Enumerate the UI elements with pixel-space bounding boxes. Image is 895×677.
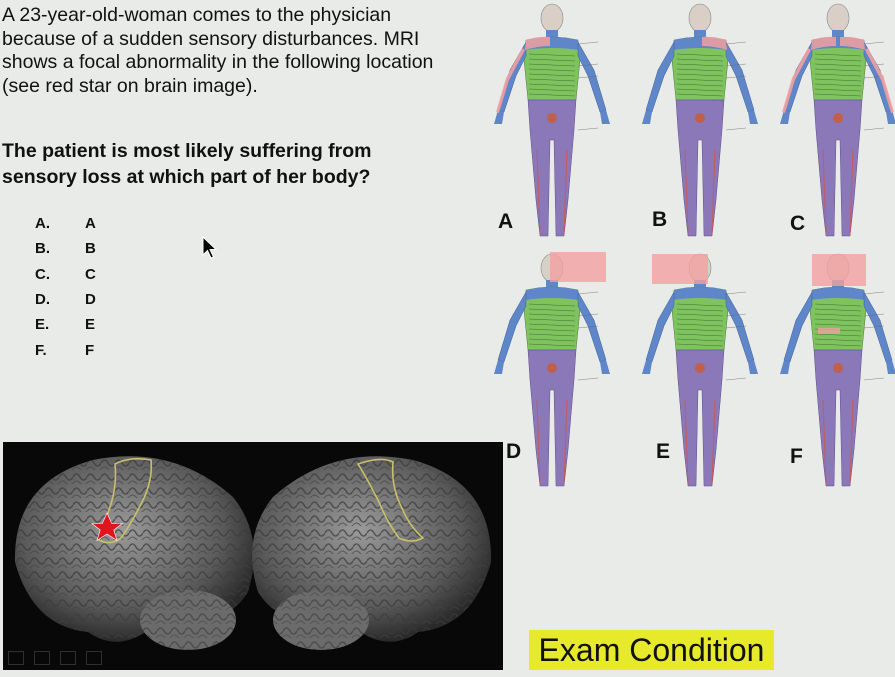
dermatome-figure	[780, 253, 895, 487]
dermatome-figure	[642, 253, 758, 487]
back-icon[interactable]	[8, 651, 24, 665]
option-value: B	[85, 240, 96, 258]
option-letter: F.	[35, 341, 47, 359]
brain-image	[3, 442, 503, 670]
exam-condition-banner: Exam Condition	[529, 630, 774, 670]
option-value: C	[85, 265, 96, 283]
prompt-line: sensory loss at which part of her body?	[2, 166, 371, 188]
menu-icon[interactable]	[60, 651, 76, 665]
option-e[interactable]: E. E	[35, 312, 96, 337]
question-prompt: The patient is most likely suffering fro…	[2, 138, 472, 190]
figure-label: E	[656, 440, 671, 463]
forward-icon[interactable]	[86, 651, 102, 665]
dermatome-figure	[494, 252, 610, 487]
dermatome-figure	[642, 3, 758, 237]
question-line: shows a focal abnormality in the followi…	[2, 51, 434, 73]
answer-options: A. A B. B C. C D. D E. E F. F	[35, 211, 96, 363]
figure-label: D	[506, 440, 522, 463]
left-hemisphere	[14, 456, 254, 650]
question-line: A 23-year-old-woman comes to the physici…	[2, 4, 392, 26]
option-value: A	[85, 215, 96, 233]
option-a[interactable]: A. A	[35, 211, 96, 236]
dermatome-figure	[494, 3, 610, 237]
question-line: (see red star on brain image).	[2, 74, 258, 97]
figure-label: B	[652, 208, 668, 231]
option-d[interactable]: D. D	[35, 287, 96, 312]
pointer-cursor-icon	[202, 236, 218, 259]
option-letter: B.	[35, 240, 50, 258]
option-letter: C.	[35, 265, 50, 283]
star-icon	[90, 512, 124, 542]
option-f[interactable]: F. F	[35, 337, 96, 362]
option-letter: E.	[35, 316, 50, 334]
option-value: F	[85, 341, 95, 359]
dermatome-figure	[780, 3, 895, 237]
option-letter: A.	[35, 215, 50, 233]
option-b[interactable]: B. B	[35, 236, 96, 261]
option-value: E	[85, 316, 96, 334]
figure-label: F	[790, 445, 803, 468]
figure-label: C	[790, 212, 806, 235]
option-value: D	[85, 291, 96, 309]
question-text: A 23-year-old-woman comes to the physici…	[2, 4, 502, 98]
figure-label: A	[498, 210, 514, 233]
pen-icon[interactable]	[34, 651, 50, 665]
right-hemisphere	[252, 456, 492, 650]
option-c[interactable]: C. C	[35, 262, 96, 287]
question-line: because of a sudden sensory disturbances…	[2, 27, 420, 50]
slide-toolbar	[8, 651, 102, 665]
prompt-line: The patient is most likely suffering fro…	[2, 140, 372, 162]
option-letter: D.	[35, 291, 50, 309]
